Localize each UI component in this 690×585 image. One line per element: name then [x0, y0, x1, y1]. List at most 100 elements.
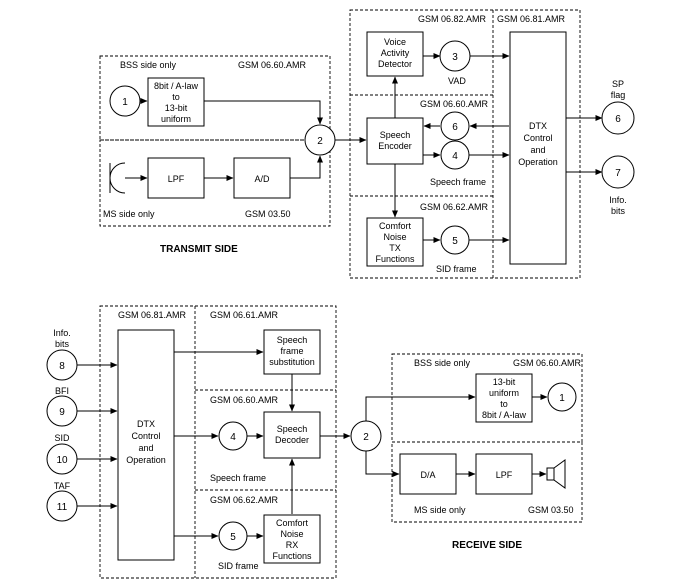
rx-comfort-l2: Noise [280, 529, 303, 539]
tx-speech-frame-text: Speech frame [430, 177, 486, 187]
tx-node-2-label: 2 [317, 136, 323, 147]
tx-law-l3: 13-bit [165, 103, 188, 113]
rx-ms-ref: GSM 03.50 [528, 505, 574, 515]
tx-info-bits-l2: bits [611, 206, 626, 216]
rx-node-9-label: 9 [59, 407, 65, 418]
tx-vad-text: VAD [448, 76, 466, 86]
tx-right-region [349, 9, 581, 279]
rx-sub-l3: substitution [269, 357, 315, 367]
tx-info-node [601, 155, 635, 189]
tx-lpf-label: LPF [168, 174, 185, 184]
rx-law-l3: to [500, 399, 508, 409]
rx-node-8-label: 8 [59, 361, 65, 372]
tx-arrow-ad-2 [290, 155, 323, 179]
rx-dtx-ref: GSM 06.81.AMR [118, 310, 187, 320]
rx-node-1-label: 1 [559, 393, 565, 404]
tx-dtx-l3: and [530, 145, 545, 155]
tx-node-5-label: 5 [452, 236, 458, 247]
tx-bss-label: BSS side only [120, 60, 177, 70]
rx-dtx-l2: Control [131, 431, 160, 441]
rx-taf-label: TAF [54, 481, 71, 491]
rx-sid-frame-text: SID frame [218, 561, 259, 571]
tx-ms-ref: GSM 03.50 [245, 209, 291, 219]
tx-comfort-l4: Functions [375, 254, 415, 264]
tx-sid-frame-text: SID frame [436, 264, 477, 274]
rx-law-l2: uniform [489, 388, 519, 398]
transmit-title: TRANSMIT SIDE [160, 244, 238, 255]
rx-comfort-l3: RX [286, 540, 299, 550]
tx-node-6-label: 6 [452, 122, 458, 133]
rx-decoder-l2: Decoder [275, 435, 309, 445]
speaker-icon [546, 467, 555, 481]
rx-node-1 [547, 382, 577, 412]
tx-comfort-l2: Noise [383, 232, 406, 242]
rx-sid-label: SID [54, 433, 70, 443]
microphone-icon [109, 162, 126, 194]
tx-dtx-l2: Control [523, 133, 552, 143]
speaker-cone [553, 459, 566, 489]
rx-sub-l1: Speech [277, 335, 308, 345]
receive-title: RECEIVE SIDE [452, 540, 522, 551]
tx-vad-l3: Detector [378, 59, 412, 69]
rx-law-block [475, 373, 533, 423]
rx-dtx-block [117, 329, 175, 561]
rx-arrow-2-da [365, 451, 400, 477]
tx-sp-flag-l1: SP [612, 79, 624, 89]
rx-left-region [99, 305, 337, 579]
rx-da-label: D/A [420, 470, 435, 480]
tx-vad-l1: Voice [384, 37, 406, 47]
rx-node-11-label: 11 [57, 502, 68, 513]
tx-law-block [147, 77, 205, 127]
rx-arrow-2-law [365, 394, 476, 421]
tx-node-1-label: 1 [122, 97, 128, 108]
rx-sub-l2: frame [280, 346, 303, 356]
rx-node-5-label: 5 [230, 532, 236, 543]
rx-node-10-label: 10 [56, 455, 68, 466]
rx-decoder-l1: Speech [277, 424, 308, 434]
rx-cn-ref: GSM 06.62.AMR [210, 495, 279, 505]
tx-node-3-label: 3 [452, 52, 458, 63]
rx-sub-ref: GSM 06.61.AMR [210, 310, 279, 320]
tx-encoder-block [366, 117, 424, 165]
tx-arrow-law-2 [204, 100, 323, 125]
rx-decoder-block [263, 411, 321, 459]
rx-law-l1: 13-bit [493, 377, 516, 387]
rx-lpf-label: LPF [496, 470, 513, 480]
tx-law-l2: to [172, 92, 180, 102]
tx-vad-ref: GSM 06.82.AMR [418, 14, 487, 24]
tx-node-4-label: 4 [452, 151, 458, 162]
tx-enc-ref: GSM 06.60.AMR [420, 99, 489, 109]
tx-info-node-label: 7 [615, 168, 621, 179]
rx-bss-label: BSS side only [414, 358, 471, 368]
rx-ms-region [391, 441, 583, 523]
tx-law-l4: uniform [161, 114, 191, 124]
tx-dtx-l1: DTX [529, 121, 547, 131]
rx-sub-block [263, 329, 321, 375]
tx-ad-label: A/D [254, 174, 270, 184]
tx-sp-node [601, 101, 635, 135]
rx-ms-label: MS side only [414, 505, 466, 515]
tx-ms-label: MS side only [103, 209, 155, 219]
tx-bss-region [99, 55, 331, 141]
rx-bfi-label: BFI [55, 386, 69, 396]
rx-node-2-label: 2 [363, 432, 369, 443]
tx-node-6 [440, 111, 470, 141]
tx-sp-flag-l2: flag [611, 90, 626, 100]
tx-info-bits-l1: Info. [609, 195, 627, 205]
rx-da-block [399, 453, 457, 495]
tx-ms-region [99, 139, 331, 227]
rx-bss-ref: GSM 06.60.AMR [513, 358, 582, 368]
rx-info-label-l2: bits [55, 339, 70, 349]
tx-comfort-l1: Comfort [379, 221, 412, 231]
tx-bss-ref: GSM 06.60.AMR [238, 60, 307, 70]
rx-node-4-label: 4 [230, 432, 236, 443]
rx-comfort-l4: Functions [272, 551, 312, 561]
tx-encoder-l2: Encoder [378, 141, 412, 151]
tx-dtx-l4: Operation [518, 157, 558, 167]
tx-comfort-block [366, 217, 424, 267]
tx-dtx-ref: GSM 06.81.AMR [497, 14, 566, 24]
rx-dtx-l4: Operation [126, 455, 166, 465]
tx-encoder-l1: Speech [380, 130, 411, 140]
tx-cn-ref: GSM 06.62.AMR [420, 202, 489, 212]
tx-comfort-l3: TX [389, 243, 401, 253]
